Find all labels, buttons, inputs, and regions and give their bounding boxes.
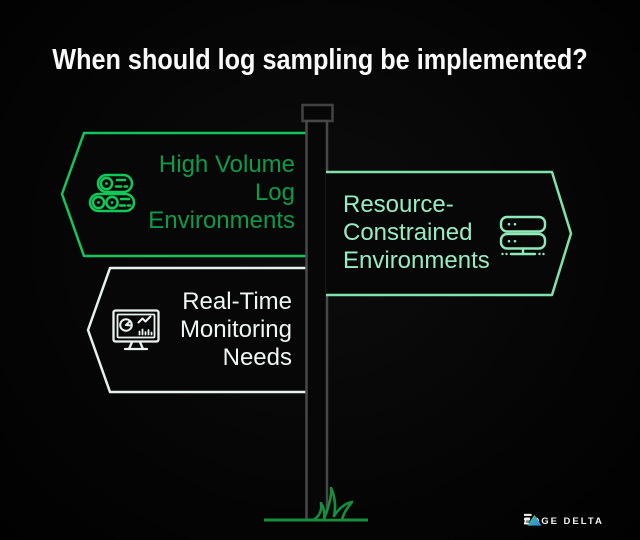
- server-icon: [499, 215, 547, 256]
- edge-delta-logo-icon: [524, 513, 542, 526]
- pole-body: [305, 119, 329, 522]
- logs-icon: [88, 173, 136, 213]
- sign-resource-constrained: [326, 170, 573, 297]
- sign-label-resource-constrained: Resource- Constrained Environments: [343, 191, 490, 274]
- monitor-icon: [112, 309, 160, 351]
- page-title: When should log sampling be implemented?: [52, 44, 588, 76]
- signpost-pole: [301, 103, 334, 522]
- sign-label-high-volume: High Volume Log Environments: [148, 151, 295, 234]
- brand-name: EDGE DELTA: [524, 515, 604, 527]
- sign-label-real-time: Real-Time Monitoring Needs: [179, 288, 292, 371]
- brand-footer: EDGE DELTA: [524, 512, 604, 530]
- pole-cap: [301, 103, 334, 123]
- grass-icon: [311, 486, 354, 522]
